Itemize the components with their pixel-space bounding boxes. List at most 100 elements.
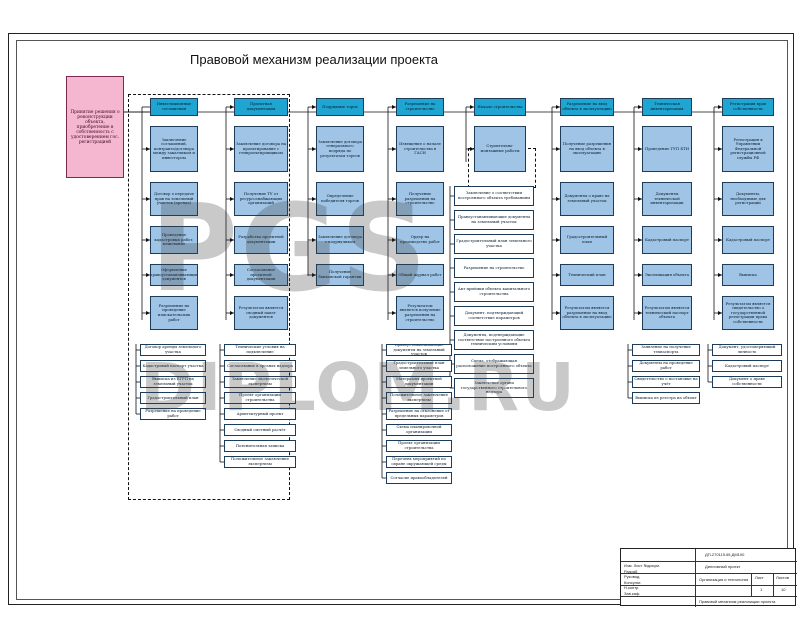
column-7-item-3: Выписка xyxy=(722,264,774,286)
arrow-head xyxy=(392,197,396,201)
column-5-item-4: Результатом является разрешение на ввод … xyxy=(560,296,614,330)
column-6-item-2: Кадастровый паспорт xyxy=(642,226,692,254)
stamp-sheet-label: Лист xyxy=(755,575,764,580)
column-1-note-2: Заключение экологической экспертизы xyxy=(224,376,296,388)
column-3-note-2: Материалы проектной документации xyxy=(386,376,452,388)
column-6-note-1: Документы на проведение работ xyxy=(632,360,700,372)
group-frame-investment xyxy=(128,94,290,500)
column-6-note-2: Свидетельство о постановке на учёт xyxy=(632,376,700,388)
arrow-head xyxy=(230,238,234,242)
arrow-head xyxy=(718,197,722,201)
arrow-head xyxy=(718,311,722,315)
arrow-head xyxy=(312,147,316,151)
arrow-head xyxy=(718,238,722,242)
column-0-note-4: Разрешение на проведение работ xyxy=(140,408,206,420)
column-1-note-0: Технические условия на подключение xyxy=(224,344,296,356)
column-7-item-2: Кадастровый паспорт xyxy=(722,226,774,254)
column-3-item-3: Общий журнал работ xyxy=(396,264,444,286)
stamp-sheets-number: 10 xyxy=(781,587,786,592)
column-3-item-0: Извещение о начале строительства в ГАСН xyxy=(396,126,444,172)
arrow-head xyxy=(146,311,150,315)
arrow-head xyxy=(638,311,642,315)
column-7-note-1: Кадастровый паспорт xyxy=(712,360,782,372)
stamp-sheets-label: Листов xyxy=(776,575,789,580)
column-6-note-3: Выписка из реестра на объект xyxy=(632,392,700,404)
column-4-note-5: Документ, подтверждающий соответствие па… xyxy=(454,306,534,326)
column-3-item-2: Ордер на производство работ xyxy=(396,226,444,254)
arrow-head xyxy=(230,311,234,315)
column-1-item-3: Согласование проектной документации xyxy=(234,264,288,286)
arrow-head xyxy=(146,147,150,151)
stamp-code: ДП-270115.65.ДМ100 xyxy=(705,552,745,557)
diagram-title: Правовой механизм реализации проекта xyxy=(190,52,438,67)
column-4-note-2: Градостроительный план земельного участк… xyxy=(454,234,534,254)
arrow-head xyxy=(556,238,560,242)
column-2-item-1: Определение победителя торгов xyxy=(316,182,364,216)
arrow-head xyxy=(312,273,316,277)
column-0-item-3: Оформление правоустанавливающих документ… xyxy=(150,264,198,286)
column-0-item-4: Разрешение на проведение изыскательских … xyxy=(150,296,198,330)
arrow-head xyxy=(392,147,396,151)
column-4-note-8: Заключение органа государственного строи… xyxy=(454,378,534,398)
arrow-head xyxy=(230,273,234,277)
column-3-note-3: Положительное заключение экспертизы xyxy=(386,392,452,404)
column-1-note-3: Проект организации строительства xyxy=(224,392,296,404)
column-0-item-2: Проведение кадастровых работ, межевание xyxy=(150,226,198,254)
column-0-note-3: Градостроительный план xyxy=(140,392,206,404)
stamp-signatures: Изм. Лист №докум.Разраб.Руковод.Консульт… xyxy=(624,563,660,596)
column-header-1: Проектная документация xyxy=(234,98,288,116)
column-header-6: Техническая инвентаризация xyxy=(642,98,692,116)
column-4-note-1: Правоустанавливающие документы на земель… xyxy=(454,210,534,230)
column-5-item-2: Градостроительный план xyxy=(560,226,614,254)
stamp-line-1: Дипломный проект xyxy=(705,564,741,569)
arrow-head xyxy=(230,197,234,201)
stamp-line-2: Организация и технология xyxy=(699,577,749,582)
column-4-item-0: Строительно-монтажные работы xyxy=(474,126,526,172)
column-0-item-1: Договор о передаче прав на земельный уча… xyxy=(150,182,198,216)
column-7-note-0: Документ, удостоверяющий личность xyxy=(712,344,782,356)
column-7-note-2: Документ о праве собственности xyxy=(712,376,782,388)
column-4-note-7: Схема, отображающая расположение построе… xyxy=(454,354,534,374)
column-header-7: Регистрация прав собственности xyxy=(722,98,774,116)
column-1-item-4: Результатом является сводный пакет докум… xyxy=(234,296,288,330)
arrow-head xyxy=(556,197,560,201)
column-2-item-3: Получение банковской гарантии xyxy=(316,264,364,286)
column-6-note-0: Заявление на получение техпаспорта xyxy=(632,344,700,356)
column-3-note-0: Правоустанавливающие документы на земель… xyxy=(386,344,452,356)
arrow-head xyxy=(556,147,560,151)
start-box: Принятие решения о реконструкции объекта… xyxy=(66,76,124,178)
inner-frame xyxy=(16,40,788,600)
title-block: ДП-270115.65.ДМ100 Дипломный проект Орга… xyxy=(620,548,797,607)
column-header-2: Подрядные торги xyxy=(316,98,364,116)
column-3-note-5: Схема планировочной организации xyxy=(386,424,452,436)
column-5-item-1: Документы о праве на земельный участок xyxy=(560,182,614,216)
column-0-item-0: Заключение соглашений, контракта/договор… xyxy=(150,126,198,172)
column-3-note-6: Проект организации строительства xyxy=(386,440,452,452)
column-3-item-1: Получение разрешения на строительство xyxy=(396,182,444,216)
arrow-head xyxy=(718,273,722,277)
column-header-5: Разрешение на ввод объекта в эксплуатаци… xyxy=(560,98,614,116)
column-1-note-5: Сводный сметный расчёт xyxy=(224,424,296,436)
arrow-head xyxy=(312,238,316,242)
column-6-item-0: Проведение ГУП БТИ xyxy=(642,126,692,172)
column-3-note-8: Согласие правообладателей xyxy=(386,472,452,484)
column-6-item-4: Результатом является технический паспорт… xyxy=(642,296,692,330)
column-header-4: Начало строительства xyxy=(474,98,526,116)
column-4-note-6: Документы, подтверждающие соответствие п… xyxy=(454,330,534,350)
arrow-head xyxy=(556,273,560,277)
column-0-note-0: Договор аренды земельного участка xyxy=(140,344,206,356)
column-1-note-7: Положительное заключение экспертизы xyxy=(224,456,296,468)
column-1-note-4: Архитектурный проект xyxy=(224,408,296,420)
arrow-head xyxy=(392,273,396,277)
arrow-head xyxy=(638,147,642,151)
column-header-3: Разрешение на строительство xyxy=(396,98,444,116)
arrow-head xyxy=(146,238,150,242)
column-6-item-3: Экспликация объекта xyxy=(642,264,692,286)
arrow-head xyxy=(718,147,722,151)
column-7-item-4: Результатом является свидетельство о гос… xyxy=(722,296,774,330)
column-2-item-0: Заключение договора генерального подряда… xyxy=(316,126,364,172)
column-3-note-4: Разрешение на отклонение от предельных п… xyxy=(386,408,452,420)
column-1-note-1: Согласование в органах надзора xyxy=(224,360,296,372)
arrow-head xyxy=(556,311,560,315)
